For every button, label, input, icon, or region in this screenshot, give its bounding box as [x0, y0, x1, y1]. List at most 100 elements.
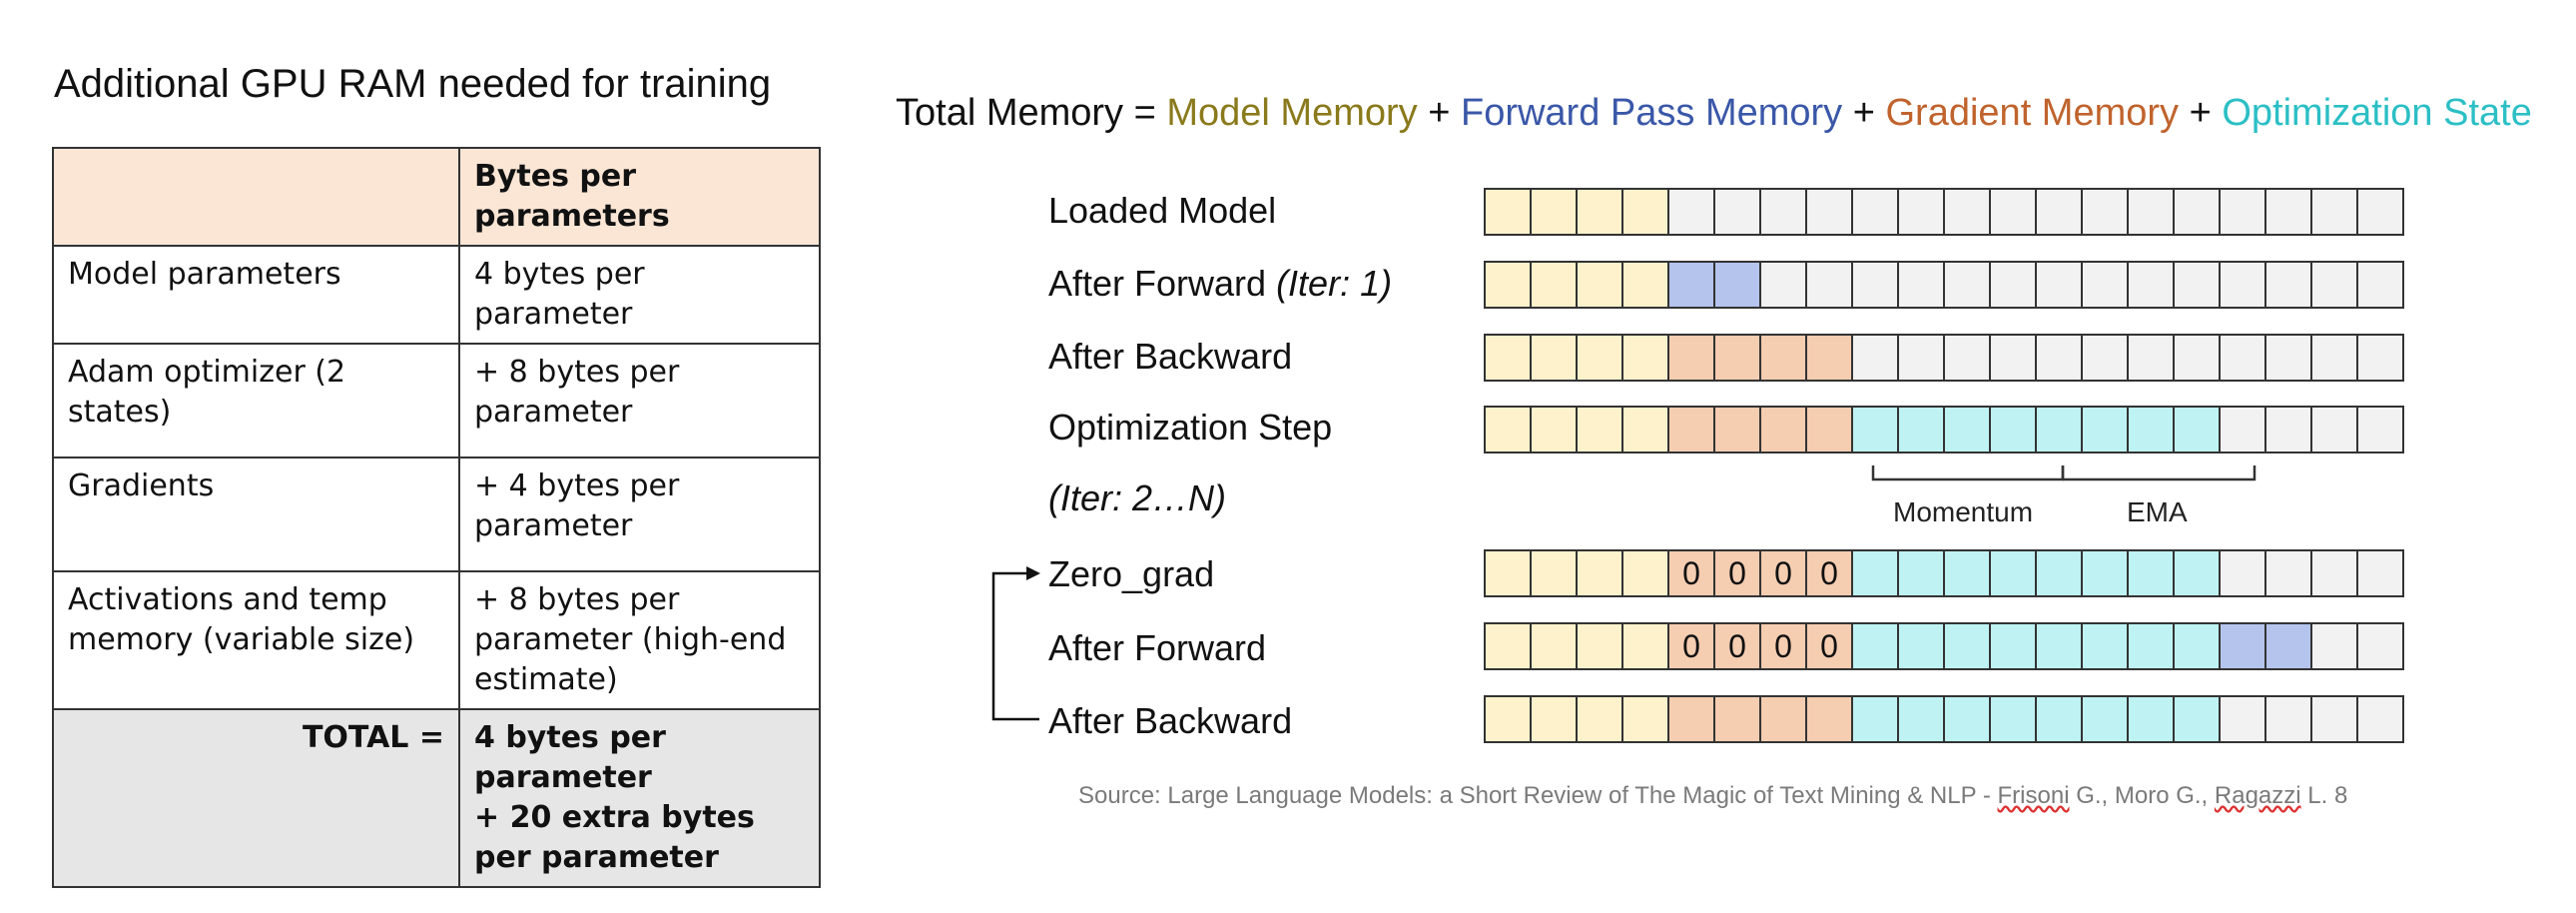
- memory-cell-model: [1530, 188, 1578, 236]
- row-label-after-backward-1: After Backward: [1048, 336, 1292, 378]
- memory-cell-model: [1530, 695, 1578, 743]
- row-label-iter: (Iter: 1): [1276, 263, 1393, 304]
- formula-plus: +: [1417, 92, 1461, 134]
- memory-cell-empty: [2310, 261, 2358, 309]
- formula-plus: +: [2179, 92, 2223, 134]
- memory-cell-empty: [2219, 188, 2266, 236]
- memory-cell-forward: [1713, 261, 1761, 309]
- total-line-2: + 20 extra bytes per parameter: [474, 800, 755, 875]
- memory-cell-empty: [2081, 334, 2129, 382]
- memory-cell-optimization: [2173, 549, 2221, 597]
- memory-cell-optimization: [2173, 406, 2221, 454]
- memory-cell-optimization: [2127, 695, 2175, 743]
- memory-cell-empty: [2127, 261, 2175, 309]
- loop-arrow-head: [1026, 566, 1040, 580]
- row-label-text: After Backward: [1048, 700, 1293, 741]
- memory-cell-empty: [1943, 188, 1991, 236]
- loop-arrow: [991, 571, 1039, 721]
- memory-cell-gradient: [1713, 406, 1761, 454]
- memory-cell-empty: [2264, 406, 2312, 454]
- memory-cell-gradient: [1667, 695, 1715, 743]
- row-label-text: Zero_grad: [1048, 553, 1215, 594]
- memory-cell-model: [1621, 261, 1669, 309]
- momentum-brace: [1871, 465, 2065, 481]
- table-header-empty: [52, 147, 460, 247]
- memory-cell-empty: [2310, 406, 2358, 454]
- memory-cell-optimization: [1851, 549, 1899, 597]
- table-total-row: TOTAL = 4 bytes per parameter + 20 extra…: [52, 708, 821, 888]
- memory-bar-after-backward-1: [1484, 334, 2404, 382]
- memory-cell-gradient: 0: [1713, 622, 1761, 670]
- memory-bar-after-backward-2: [1484, 695, 2404, 743]
- memory-cell-gradient: [1759, 334, 1807, 382]
- row-label-optimization-step: Optimization Step: [1048, 407, 1332, 449]
- memory-cell-empty: [2356, 334, 2404, 382]
- table-cell-item: Adam optimizer (2 states): [52, 343, 460, 458]
- memory-cell-model: [1484, 695, 1532, 743]
- memory-cell-empty: [2219, 695, 2266, 743]
- memory-cell-empty: [1667, 188, 1715, 236]
- row-label-text: Loaded Model: [1048, 190, 1277, 231]
- formula-forward-memory: Forward Pass Memory: [1460, 92, 1843, 134]
- source-middle: G., Moro G.,: [2069, 782, 2215, 809]
- row-label-after-backward-2: After Backward: [1048, 700, 1292, 742]
- table-cell-item: Model parameters: [52, 245, 460, 345]
- table-header-bytes: Bytes per parameters: [458, 147, 821, 247]
- memory-cell-empty: [2356, 549, 2404, 597]
- table-header-row: Bytes per parameters: [52, 147, 821, 247]
- memory-cell-empty: [2173, 188, 2221, 236]
- row-label-after-forward-1: After Forward (Iter: 1): [1048, 263, 1392, 305]
- memory-cell-model: [1621, 549, 1669, 597]
- momentum-label: Momentum: [1893, 496, 2034, 527]
- memory-cell-empty: [2356, 261, 2404, 309]
- row-label-text: After Forward: [1048, 263, 1277, 304]
- memory-cell-model: [1484, 406, 1532, 454]
- memory-cell-empty: [2310, 622, 2358, 670]
- memory-cell-optimization: [2035, 406, 2083, 454]
- memory-cell-empty: [1805, 261, 1853, 309]
- ema-brace: [2061, 465, 2256, 481]
- table-cell-item: Activations and temp memory (variable si…: [52, 570, 460, 710]
- memory-cell-forward: [2264, 622, 2312, 670]
- total-value: 4 bytes per parameter + 20 extra bytes p…: [458, 708, 821, 888]
- memory-cell-forward: [2219, 622, 2266, 670]
- memory-cell-gradient: 0: [1805, 622, 1853, 670]
- memory-cell-empty: [2035, 334, 2083, 382]
- memory-cell-empty: [1805, 188, 1853, 236]
- memory-cell-empty: [2264, 695, 2312, 743]
- row-label-text: After Forward: [1048, 627, 1267, 668]
- memory-formula: Total Memory = Model Memory + Forward Pa…: [896, 92, 2532, 135]
- table-cell-item: Gradients: [52, 456, 460, 572]
- memory-bar-optimization-step: [1484, 406, 2404, 454]
- memory-cell-optimization: [2127, 549, 2175, 597]
- memory-cell-gradient: [1805, 334, 1853, 382]
- memory-cell-gradient: [1759, 406, 1807, 454]
- iter-range-label: (Iter: 2…N): [1048, 477, 1227, 518]
- memory-cell-model: [1576, 261, 1623, 309]
- row-label-text: Optimization Step: [1048, 407, 1333, 448]
- memory-cell-optimization: [2127, 622, 2175, 670]
- memory-cell-gradient: 0: [1759, 549, 1807, 597]
- source-suffix: L. 8: [2300, 782, 2348, 809]
- row-label-text: After Backward: [1048, 336, 1293, 377]
- formula-optimization-state: Optimization State: [2222, 92, 2532, 134]
- table-cell-value: 4 bytes per parameter: [458, 245, 821, 345]
- table-row: Adam optimizer (2 states) + 8 bytes per …: [52, 343, 821, 458]
- source-author-1: Frisoni: [1997, 782, 2070, 809]
- memory-cell-empty: [2310, 188, 2358, 236]
- memory-cell-gradient: [1805, 695, 1853, 743]
- memory-cell-empty: [2081, 188, 2129, 236]
- row-label-after-forward-2: After Forward: [1048, 627, 1266, 669]
- memory-cell-model: [1576, 622, 1623, 670]
- formula-gradient-memory: Gradient Memory: [1885, 92, 2180, 134]
- memory-cell-gradient: [1667, 334, 1715, 382]
- memory-cell-model: [1621, 406, 1669, 454]
- row-label-loaded-model: Loaded Model: [1048, 190, 1276, 232]
- memory-cell-optimization: [1943, 549, 1991, 597]
- memory-cell-empty: [1897, 188, 1945, 236]
- source-author-3: Ragazzi: [2214, 782, 2301, 809]
- ema-label: EMA: [2127, 496, 2188, 527]
- memory-cell-model: [1530, 549, 1578, 597]
